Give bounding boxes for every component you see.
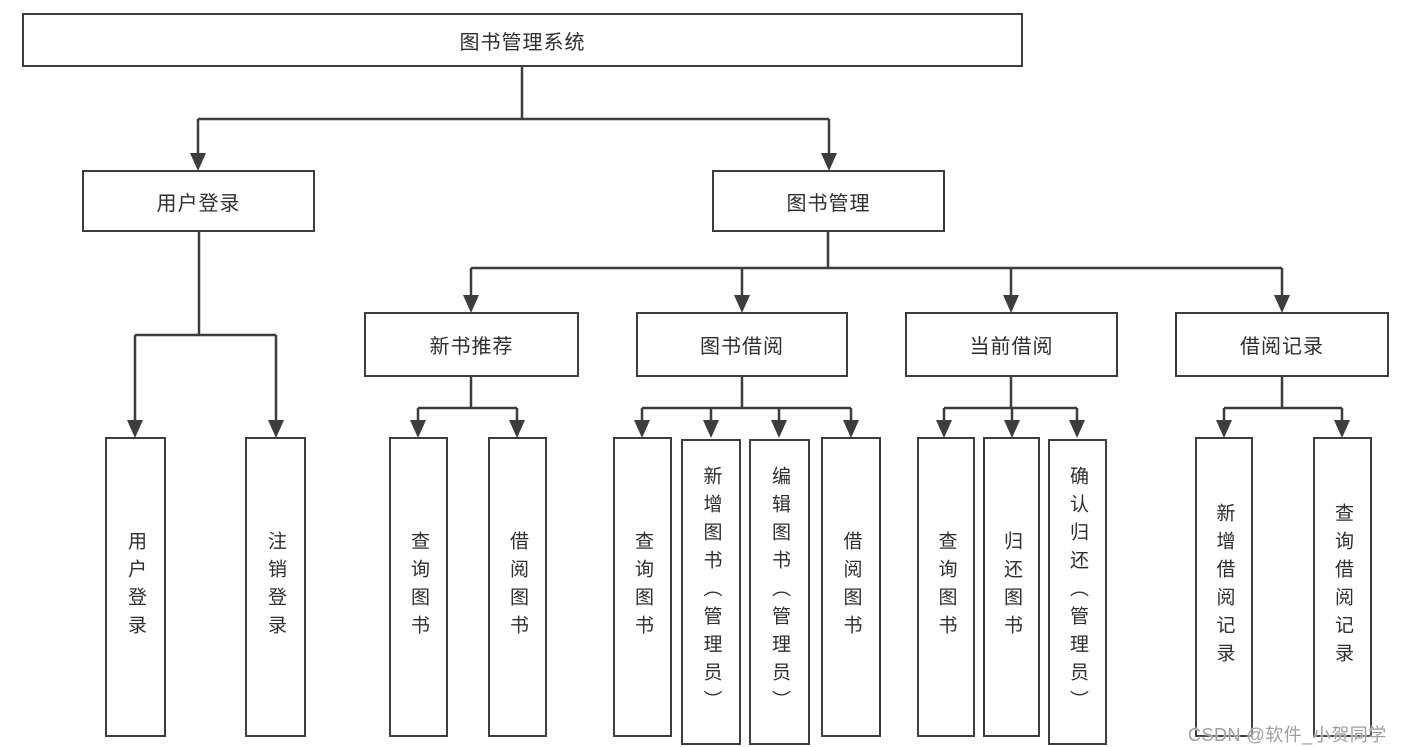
node-library-system: 图书管理系统 <box>22 13 1023 67</box>
leaf-label: 归还图书 <box>1001 531 1022 643</box>
leaf-label: 新增图书（管理员） <box>700 466 722 718</box>
node-borrow-records: 借阅记录 <box>1175 312 1389 377</box>
node-current-borrow: 当前借阅 <box>905 312 1118 377</box>
leaf-label: 确认归还（管理员） <box>1067 466 1088 718</box>
leaf-add-book-admin: 新增图书（管理员） <box>681 439 741 745</box>
leaf-label: 用户登录 <box>125 531 146 643</box>
node-book-management: 图书管理 <box>712 170 945 232</box>
leaf-query-borrow-record: 查询借阅记录 <box>1313 437 1372 737</box>
leaf-label: 查询图书 <box>408 531 429 643</box>
leaf-borrow-book-1: 借阅图书 <box>488 437 547 737</box>
leaf-label: 查询图书 <box>935 531 957 643</box>
arrowhead-triangles <box>127 153 1350 438</box>
connector-lines <box>133 67 1344 420</box>
leaf-return-book: 归还图书 <box>983 437 1040 737</box>
leaf-query-book-1: 查询图书 <box>389 437 448 737</box>
leaf-label: 借阅图书 <box>507 531 528 643</box>
leaf-label: 编辑图书（管理员） <box>769 466 790 718</box>
leaf-label: 查询图书 <box>632 531 653 643</box>
leaf-edit-book-admin: 编辑图书（管理员） <box>749 439 810 745</box>
leaf-logout: 注销登录 <box>245 437 306 737</box>
node-book-borrow: 图书借阅 <box>636 312 848 377</box>
leaf-query-book-3: 查询图书 <box>917 437 975 737</box>
node-user-login: 用户登录 <box>82 170 315 232</box>
leaf-label: 新增借阅记录 <box>1213 503 1235 671</box>
node-new-book-recommend: 新书推荐 <box>364 312 579 377</box>
csdn-watermark: CSDN @软件_小贺同学 <box>1188 725 1387 745</box>
leaf-query-book-2: 查询图书 <box>613 437 672 737</box>
leaf-add-borrow-record: 新增借阅记录 <box>1195 437 1253 737</box>
leaf-label: 借阅图书 <box>840 531 862 643</box>
leaf-confirm-return-admin: 确认归还（管理员） <box>1048 439 1107 745</box>
leaf-label: 查询借阅记录 <box>1332 503 1353 671</box>
leaf-borrow-book-2: 借阅图书 <box>821 437 881 737</box>
leaf-user-login: 用户登录 <box>105 437 166 737</box>
leaf-label: 注销登录 <box>265 531 286 643</box>
